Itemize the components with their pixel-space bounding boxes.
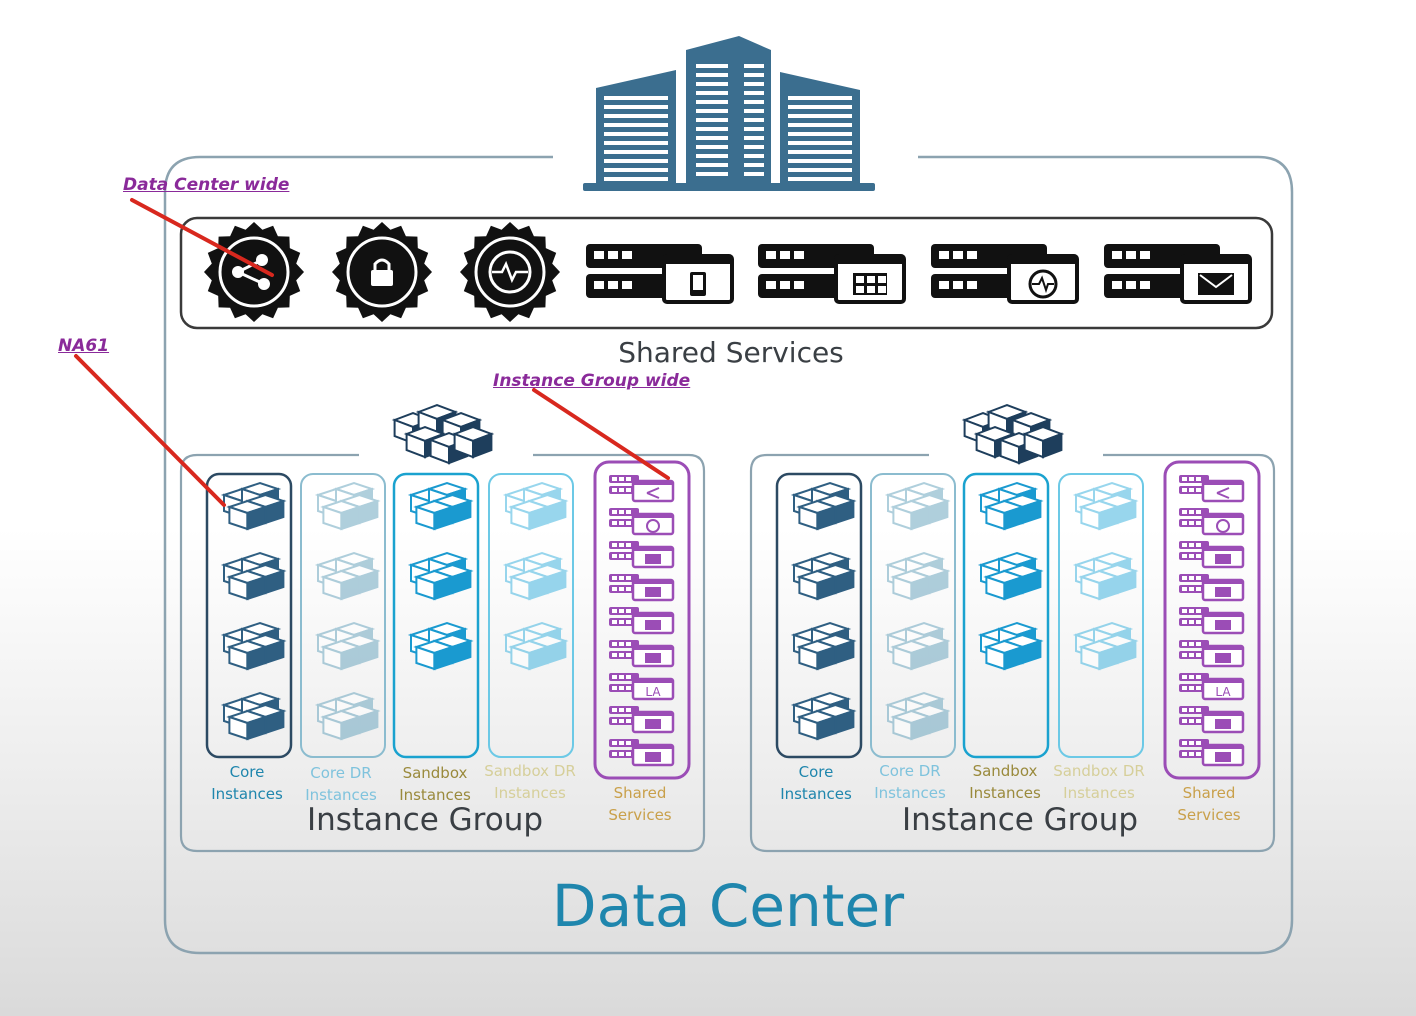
instance-cubes-icon [220,551,287,601]
sandbox-instances-column [392,472,480,759]
server-grid-icon [758,244,906,304]
server-tablet-icon [586,244,734,304]
shared-service-badge [609,574,675,602]
shared-services-label: Shared Services [618,336,844,369]
shared-service-badge [1179,574,1245,602]
instance-cubes-icon [407,551,474,601]
server-mail-icon [1104,244,1252,304]
instance-group-left: LA [179,404,706,853]
building-icon [583,36,875,191]
shared-service-badge [1179,508,1245,536]
instance-cubes-icon [884,481,951,531]
shared-service-badge [1179,607,1245,635]
shared-service-badge [1179,640,1245,668]
arrow-na61 [74,354,226,507]
shared-service-badge [609,475,675,503]
arrow-data-center-wide [130,198,274,277]
instance-cubes-icon [1072,621,1139,671]
svg-text:LA: LA [645,685,661,699]
shared-service-badge [609,607,675,635]
instance-cubes-icon [314,621,381,671]
instance-group-cubes-icon [391,404,495,465]
data-center-frame [163,155,1294,955]
instance-cubes-icon [790,621,857,671]
sandbox-dr-instances-column [1058,473,1144,758]
instance-group-label-left: Instance Group [306,802,544,838]
core-dr-instances-column [300,473,386,758]
core-instances-column [775,472,863,759]
shared-service-badge: LA [1179,673,1245,701]
note-na61: NA61 [58,336,110,356]
instance-cubes-icon [1072,551,1139,601]
instance-cubes-icon [407,481,474,531]
shared-service-badge [1179,475,1245,503]
instance-cubes-icon [884,691,951,741]
shared-service-badge [1179,541,1245,569]
instance-cubes-icon [884,551,951,601]
instance-cubes-icon [502,551,569,601]
instance-group-label-right: Instance Group [901,802,1139,838]
instance-cubes-icon [314,551,381,601]
instance-cubes-icon [977,621,1044,671]
shared-service-badge [609,706,675,734]
note-data-center-wide: Data Center wide [123,175,290,195]
instance-cubes-icon [407,621,474,671]
arrow-instance-group-wide [532,388,670,480]
instance-cubes-icon [884,621,951,671]
share-gear-icon [204,222,304,322]
server-clock-icon [931,244,1079,304]
instance-cubes-icon [220,691,287,741]
monitor-gear-icon [460,222,560,322]
core-dr-instances-column [870,473,956,758]
shared-service-badge [1179,739,1245,767]
instance-cubes-icon [977,481,1044,531]
svg-text:LA: LA [1215,685,1231,699]
instance-group-right: LA [749,404,1276,853]
instance-cubes-icon [790,691,857,741]
instance-cubes-icon [790,481,857,531]
instance-cubes-icon [502,481,569,531]
shared-service-badge [609,739,675,767]
instance-cubes-icon [1072,481,1139,531]
instance-cubes-icon [790,551,857,601]
instance-cubes-icon [220,481,287,531]
shared-services-column: LA [593,460,691,780]
shared-services-column: LA [1163,460,1261,780]
instance-group-cubes-icon [961,404,1065,465]
instance-cubes-icon [314,691,381,741]
shared-service-badge [609,640,675,668]
instance-cubes-icon [977,551,1044,601]
shared-service-badge [609,541,675,569]
shared-service-badge: LA [609,673,675,701]
shared-service-badge [609,508,675,536]
sandbox-instances-column [962,472,1050,759]
core-instances-column [205,472,293,759]
lock-gear-icon [332,222,432,322]
instance-cubes-icon [314,481,381,531]
shared-service-badge [1179,706,1245,734]
instance-cubes-icon [502,621,569,671]
sandbox-dr-instances-column [488,473,574,758]
instance-cubes-icon [220,621,287,671]
note-instance-group-wide: Instance Group wide [493,371,691,391]
data-center-title: Data Center [551,872,905,940]
